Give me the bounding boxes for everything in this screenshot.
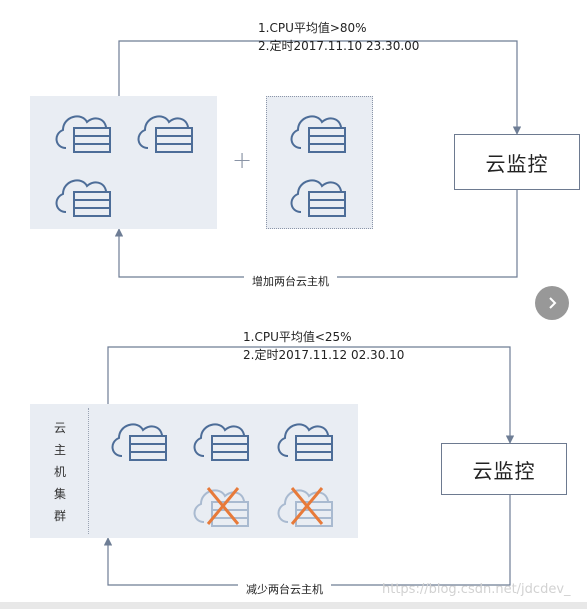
top-condition: 1.CPU平均值>80% 2.定时2017.11.10 23.30.00	[258, 19, 419, 55]
top-condition-line2: 2.定时2017.11.10 23.30.00	[258, 39, 420, 53]
top-host-group	[30, 96, 217, 229]
cloud-server-icon	[287, 172, 353, 222]
cluster-label-char: 机	[53, 465, 66, 479]
cluster-label: 云 主 机 集 群	[52, 417, 68, 527]
cloud-server-removed-icon	[190, 482, 256, 532]
cluster-label-char: 群	[53, 509, 66, 523]
next-slide-button[interactable]	[535, 286, 569, 320]
top-cloud-monitor-box: 云监控	[454, 134, 580, 190]
cluster-divider	[88, 408, 89, 534]
cloud-server-icon	[52, 172, 118, 222]
cluster-label-char: 云	[53, 421, 66, 435]
cloud-server-removed-icon	[274, 482, 340, 532]
cloud-server-icon	[134, 108, 200, 158]
bottom-return-label-wrap: 减少两台云主机	[238, 578, 331, 597]
bottom-cloud-monitor-box: 云监控	[441, 443, 567, 495]
cloud-server-icon	[274, 416, 340, 466]
bottom-condition: 1.CPU平均值<25% 2.定时2017.11.12 02.30.10	[243, 328, 404, 364]
cluster-label-char: 主	[53, 443, 66, 457]
watermark: https://blog.csdn.net/jdcdev_	[382, 582, 571, 597]
horizontal-scrollbar[interactable]	[0, 602, 587, 609]
cloud-server-icon	[52, 108, 118, 158]
chevron-right-icon	[549, 297, 557, 309]
bottom-cloud-monitor-label: 云监控	[472, 458, 536, 483]
bottom-condition-line1: 1.CPU平均值<25%	[243, 330, 352, 344]
plus-sign: +	[232, 146, 253, 174]
bottom-condition-line2: 2.定时2017.11.12 02.30.10	[243, 348, 405, 362]
cloud-server-icon	[287, 108, 353, 158]
cloud-server-icon	[108, 416, 174, 466]
top-cloud-monitor-label: 云监控	[485, 151, 549, 176]
top-condition-line1: 1.CPU平均值>80%	[258, 21, 367, 35]
bottom-return-label: 减少两台云主机	[238, 583, 331, 596]
top-return-label-wrap: 增加两台云主机	[244, 270, 337, 289]
top-return-label: 增加两台云主机	[244, 275, 337, 288]
cluster-label-char: 集	[53, 487, 66, 501]
cloud-server-icon	[190, 416, 256, 466]
